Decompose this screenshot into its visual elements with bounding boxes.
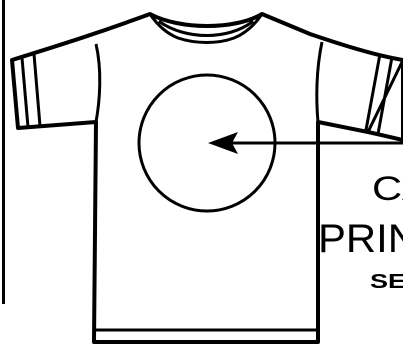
- callout-line-3: SE: [370, 271, 403, 293]
- callout-line-2: PRIN: [318, 217, 403, 261]
- callout-line-1: CA: [372, 170, 403, 208]
- tshirt-outline: [12, 14, 403, 342]
